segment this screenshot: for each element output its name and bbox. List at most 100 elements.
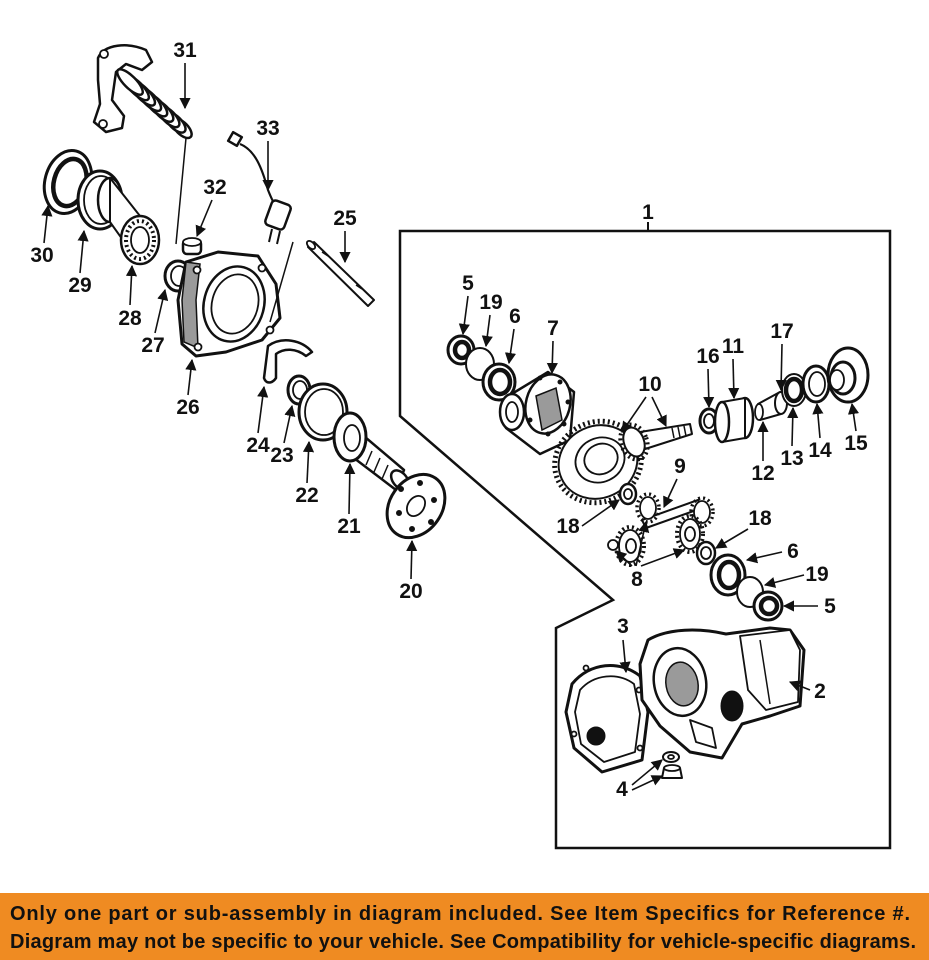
part-3-cover [564,664,650,774]
callout-9: 9 [663,455,686,509]
callout-31: 31 [173,39,197,110]
callout-11: 11 [722,335,745,400]
callout-label: 30 [30,244,53,267]
part-6-bearing-top [481,362,517,402]
part-4-plug [661,751,683,779]
callout-32: 32 [195,176,227,238]
callout-label: 6 [787,540,799,563]
part-31-boot-bracket [92,44,193,245]
part-21-shaft [332,411,411,492]
callout-5-right: 5 [782,595,836,618]
callout-label: 14 [808,439,832,462]
callout-label: 3 [617,615,629,638]
diagram-background [0,0,929,893]
part-6-bearing-right [709,553,747,597]
callout-label: 15 [844,432,868,455]
banner-line-1: Only one part or sub-assembly in diagram… [10,903,910,925]
callout-label: 9 [674,455,686,478]
callout-19-right: 19 [763,563,829,588]
part-32-bushing [181,237,203,256]
callout-22: 22 [295,440,319,507]
callout-7: 7 [546,317,559,375]
callout-label: 12 [751,462,774,485]
callout-label: 18 [748,507,772,530]
callout-label: 28 [118,307,142,330]
callout-label: 4 [616,778,628,801]
part-11-collar [713,396,755,444]
callout-label: 10 [638,373,661,396]
callout-label: 27 [141,334,164,357]
callout-label: 1 [642,201,654,224]
callout-label: 5 [462,272,474,295]
callout-33: 33 [256,117,280,192]
part-14-bearing [801,364,831,404]
part-24-clip [262,339,314,384]
callout-label: 33 [256,117,279,140]
part-18-washer-right [695,540,717,566]
callout-label: 11 [722,335,745,358]
callout-19-top: 19 [479,291,503,348]
callout-label: 31 [173,39,197,62]
assembly-1-bracket [398,229,892,850]
callout-18-left: 18 [556,499,620,538]
callout-label: 32 [203,176,226,199]
part-18-washer-left [618,482,638,506]
part-15-flange [826,346,870,404]
callout-label: 17 [770,320,793,343]
callout-label: 16 [696,345,719,368]
callout-14: 14 [808,402,832,462]
callout-label: 18 [556,515,580,538]
callout-10: 10 [621,373,667,433]
part-10-pinion [618,422,693,462]
callout-17: 17 [770,320,794,392]
part-26-housing [176,250,282,358]
callout-26: 26 [176,358,200,419]
part-7-differential-case [498,370,576,456]
callout-12: 12 [751,420,775,485]
callout-30: 30 [30,204,54,267]
callout-label: 23 [270,444,293,467]
callout-label: 7 [547,317,559,340]
part-20-flange-plate [385,472,447,540]
callout-label: 24 [246,434,270,457]
callout-label: 19 [479,291,502,314]
callout-25: 25 [333,207,357,264]
callout-4: 4 [616,759,664,801]
part-28-splined-tube [96,176,161,266]
callout-label: 2 [814,680,826,703]
callout-15: 15 [844,402,868,455]
callout-label: 6 [509,305,521,328]
callout-29: 29 [68,229,92,297]
banner-background [0,893,929,960]
callout-13: 13 [780,406,804,470]
callout-label: 5 [824,595,836,618]
callout-21: 21 [337,462,361,538]
part-2-housing [638,626,806,760]
callout-label: 21 [337,515,361,538]
callout-label: 22 [295,484,318,507]
callout-1: 1 [642,201,654,231]
callout-label: 29 [68,274,91,297]
part-5-bearing-right [752,590,784,622]
callout-label: 20 [399,580,422,603]
disclaimer-banner: Only one part or sub-assembly in diagram… [0,893,929,960]
banner-line-2: Diagram may not be specific to your vehi… [10,931,916,953]
callout-6-right: 6 [745,540,799,564]
part-25-shaft [305,239,375,307]
callout-5-top: 5 [458,272,474,336]
callout-3: 3 [617,615,631,674]
callout-16: 16 [696,345,720,409]
callout-6-top: 6 [504,305,521,365]
callout-label: 25 [333,207,357,230]
callout-27: 27 [141,288,169,357]
callout-28: 28 [118,264,142,330]
callout-23: 23 [270,404,296,467]
callout-18-right: 18 [715,507,772,549]
callout-20: 20 [399,539,423,603]
callout-8: 8 [615,520,686,591]
callout-label: 13 [780,447,803,470]
part-10-ring-gear [552,418,644,506]
callout-label: 19 [805,563,828,586]
callout-2: 2 [788,680,826,703]
